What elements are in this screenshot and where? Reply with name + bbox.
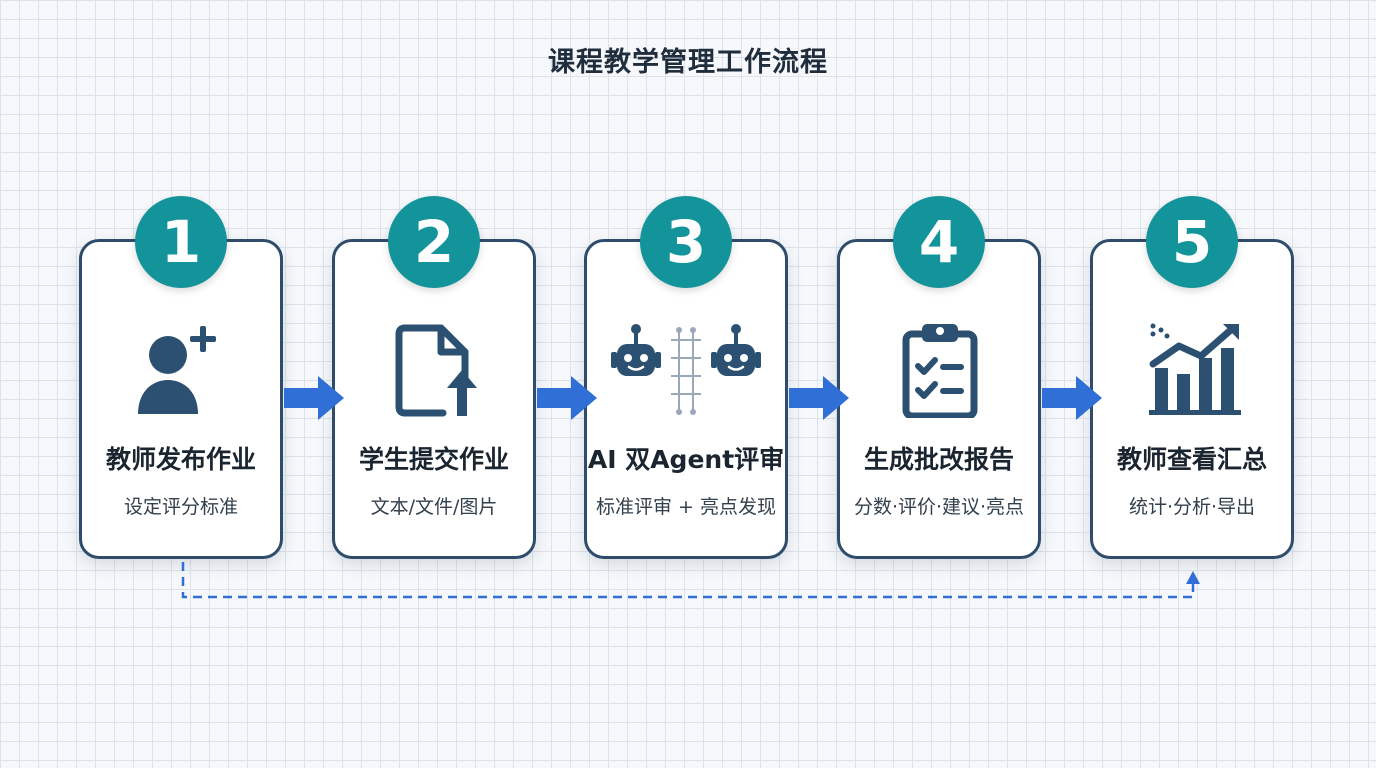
step-desc: 分数·评价·建议·亮点 <box>853 496 1025 518</box>
step-badge-5: 5 <box>1146 196 1238 288</box>
user-plus-icon <box>138 326 216 414</box>
flow-arrow-icon <box>537 376 597 420</box>
step-title: 教师发布作业 <box>105 445 256 474</box>
step-title: 学生提交作业 <box>358 445 509 474</box>
step-badge-2: 2 <box>388 196 480 288</box>
step-desc: 标准评审 + 亮点发现 <box>596 496 776 518</box>
step-card-5[interactable]: 教师查看汇总 统计·分析·导出 <box>1090 239 1294 559</box>
step-card-3[interactable]: AI 双Agent评审 标准评审 + 亮点发现 <box>584 239 788 559</box>
step-card-1[interactable]: 教师发布作业 设定评分标准 <box>79 239 283 559</box>
step-badge-1: 1 <box>135 196 227 288</box>
file-upload-icon <box>395 324 477 417</box>
step-card-4[interactable]: 生成批改报告 分数·评价·建议·亮点 <box>837 239 1041 559</box>
flow-arrow-icon <box>284 376 344 420</box>
flow-arrow-icon <box>789 376 849 420</box>
clipboard-check-icon <box>902 324 978 418</box>
step-badge-4: 4 <box>893 196 985 288</box>
step-title: 生成批改报告 <box>863 445 1014 474</box>
step-title: AI 双Agent评审 <box>587 445 785 474</box>
growth-chart-icon <box>1149 323 1241 415</box>
page-title: 课程教学管理工作流程 <box>548 47 828 78</box>
dual-robot-icon <box>611 324 761 415</box>
step-desc: 文本/文件/图片 <box>370 496 498 518</box>
step-card-2[interactable]: 学生提交作业 文本/文件/图片 <box>332 239 536 559</box>
flow-arrow-icon <box>1042 376 1102 420</box>
step-title: 教师查看汇总 <box>1116 445 1267 474</box>
step-badge-3: 3 <box>640 196 732 288</box>
step-desc: 设定评分标准 <box>123 496 238 518</box>
step-desc: 统计·分析·导出 <box>1128 496 1256 518</box>
